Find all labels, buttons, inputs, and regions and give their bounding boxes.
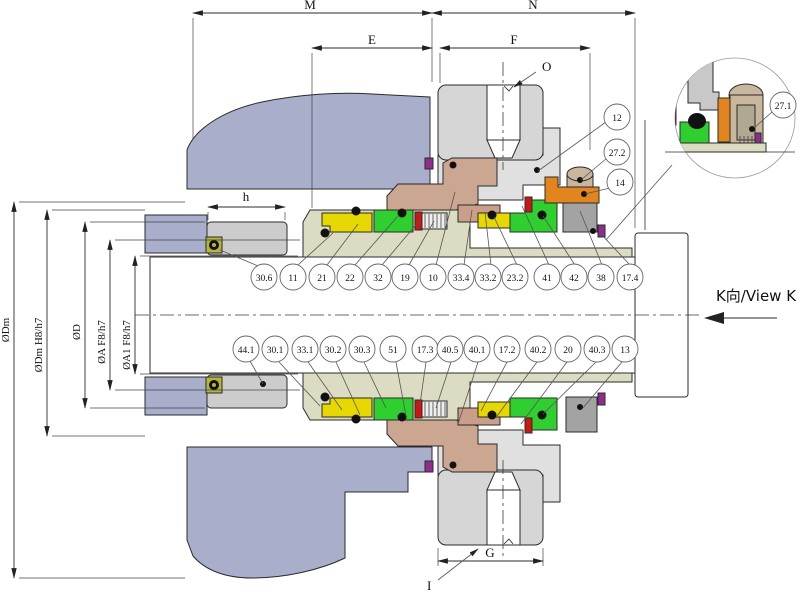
svg-text:33.4: 33.4 [453, 274, 470, 284]
dim-M: M [304, 0, 316, 12]
svg-text:40.1: 40.1 [469, 346, 486, 356]
callout-balloon: 40.1 [463, 335, 491, 363]
callout-balloon: 41 [533, 263, 561, 291]
callout-balloon: 40.3 [583, 335, 611, 363]
dim-I: I [427, 578, 431, 593]
svg-text:22: 22 [345, 274, 355, 284]
callout-balloon: 20 [554, 335, 582, 363]
callouts-bottom: 44.1 30.1 33.1 30.2 30.3 51 17.3 40.5 40… [232, 335, 639, 363]
svg-text:27.1: 27.1 [775, 102, 792, 112]
callout-balloon: 23.2 [501, 263, 529, 291]
callouts-top: 30.6 11 21 22 32 19 10 33.4 33.2 23.2 41… [250, 263, 644, 291]
dim-D: ØD [71, 324, 83, 340]
dim-E: E [368, 32, 376, 47]
view-k: K向/View K [704, 287, 797, 324]
svg-text:17.4: 17.4 [622, 274, 639, 284]
dim-G: G [485, 545, 494, 560]
callout-balloon: 17.2 [493, 335, 521, 363]
svg-text:17.3: 17.3 [417, 346, 434, 356]
svg-text:27.2: 27.2 [609, 149, 626, 159]
callout-balloon: 33.2 [474, 263, 502, 291]
callout-balloon: 10 [419, 263, 447, 291]
dim-Dm-fit: ØDm H8/h7 [33, 317, 45, 372]
svg-text:12: 12 [612, 114, 622, 124]
svg-text:17.2: 17.2 [499, 346, 516, 356]
svg-text:30.3: 30.3 [354, 346, 371, 356]
dim-F: F [510, 32, 517, 47]
callout-balloon: 30.3 [348, 335, 376, 363]
callout-balloon: 17.4 [616, 263, 644, 291]
svg-text:41: 41 [542, 274, 552, 284]
callout-balloon: 14 [606, 168, 634, 196]
callout-balloon: 30.2 [319, 335, 347, 363]
callout-balloon: 32 [364, 263, 392, 291]
svg-text:44.1: 44.1 [238, 346, 255, 356]
dimension-lines [11, 10, 636, 581]
callout-balloon: 21 [308, 263, 336, 291]
svg-text:19: 19 [400, 274, 410, 284]
callout-balloon: 27.1 [769, 91, 797, 119]
view-k-arrow [704, 312, 724, 324]
callout-balloon: 33.1 [291, 335, 319, 363]
o-rings [260, 161, 596, 469]
callout-balloon: 22 [336, 263, 364, 291]
svg-text:40.3: 40.3 [589, 346, 606, 356]
svg-text:30.1: 30.1 [267, 346, 284, 356]
centerlines [135, 62, 700, 558]
callout-balloon: 44.1 [232, 335, 260, 363]
dim-h: h [243, 189, 250, 204]
dim-N: N [528, 0, 538, 12]
callout-balloon: 42 [560, 263, 588, 291]
svg-text:51: 51 [388, 346, 398, 356]
dim-Dm: ØDm [0, 317, 12, 342]
svg-text:32: 32 [373, 274, 383, 284]
callout-balloon: 33.4 [447, 263, 475, 291]
callout-balloon: 40.5 [436, 335, 464, 363]
svg-text:10: 10 [428, 274, 438, 284]
svg-text:38: 38 [596, 274, 606, 284]
svg-text:13: 13 [620, 346, 630, 356]
svg-text:40.2: 40.2 [530, 346, 547, 356]
svg-text:30.6: 30.6 [256, 274, 273, 284]
callout-balloon: 27.2 [603, 138, 631, 166]
callout-balloon: 51 [379, 335, 407, 363]
svg-text:33.1: 33.1 [297, 346, 314, 356]
callout-leaders [219, 111, 773, 425]
svg-text:42: 42 [569, 274, 579, 284]
callout-balloon: 12 [603, 103, 631, 131]
housing-shapes [144, 92, 433, 579]
svg-text:21: 21 [317, 274, 327, 284]
callout-balloon: 19 [391, 263, 419, 291]
detail-inset [605, 57, 796, 241]
callout-balloon: 40.2 [524, 335, 552, 363]
callout-balloon: 38 [587, 263, 615, 291]
svg-text:11: 11 [288, 274, 297, 284]
svg-text:20: 20 [563, 346, 573, 356]
callout-balloon: 30.6 [250, 263, 278, 291]
view-k-label: K向/View K [716, 287, 797, 305]
svg-text:23.2: 23.2 [507, 274, 524, 284]
svg-text:14: 14 [615, 179, 625, 189]
callout-balloon: 11 [279, 263, 307, 291]
dim-O: O [542, 59, 551, 74]
callout-balloon: 13 [611, 335, 639, 363]
dim-A1-fit: ØA1 F8/h7 [121, 320, 133, 370]
svg-text:33.2: 33.2 [480, 274, 497, 284]
dim-A-fit: ØA F8/h7 [96, 320, 108, 364]
svg-text:30.2: 30.2 [325, 346, 342, 356]
dimension-labels: M N E F h G O I ØDm ØDm H8/h7 ØD ØA F8/h… [0, 0, 551, 593]
svg-text:40.5: 40.5 [442, 346, 459, 356]
callouts-right: 12 27.2 14 27.1 [603, 91, 797, 196]
lower-seal-stack [302, 372, 633, 473]
callout-balloon: 30.1 [261, 335, 289, 363]
callout-balloon: 17.3 [411, 335, 439, 363]
